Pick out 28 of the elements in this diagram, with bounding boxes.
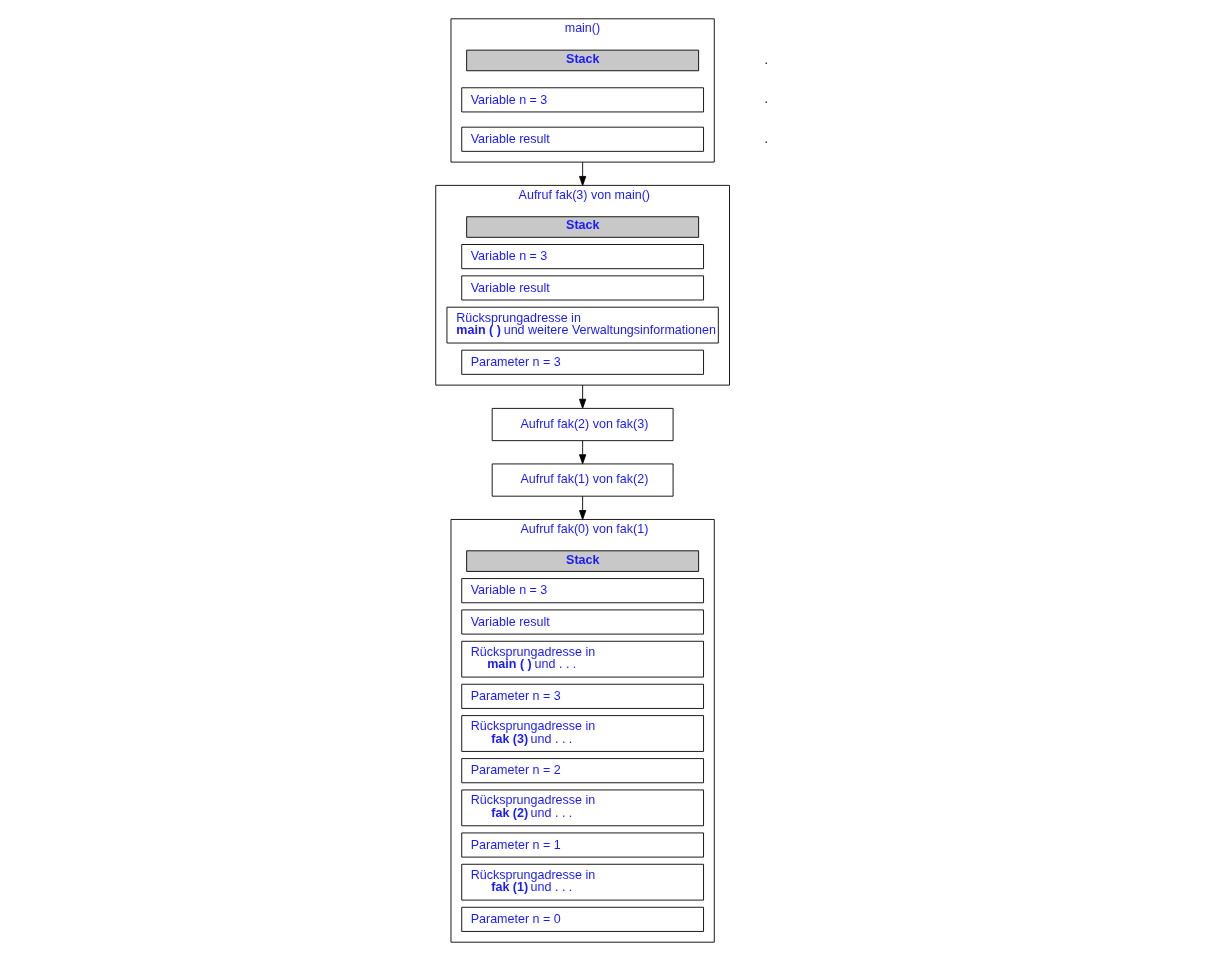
node-box: Parameter n = 1 bbox=[460, 832, 704, 858]
node-box: Rücksprungadresse in main ( ) und weitere Verwaltungsinformationen bbox=[446, 306, 719, 344]
node-box: Parameter n = 3 bbox=[460, 349, 704, 375]
node-box: Rücksprungadresse in fak (3) und . . . bbox=[460, 715, 704, 752]
label: . bbox=[763, 92, 768, 107]
arrow bbox=[578, 384, 586, 409]
node-box: Rücksprungadresse in fak (2) und . . . bbox=[460, 789, 704, 827]
node-box: Stack bbox=[465, 550, 699, 572]
node-box: Variable result bbox=[460, 609, 704, 635]
node-box: Rücksprungadresse in main ( ) und . . . bbox=[460, 640, 704, 678]
node-box: Variable n = 3 bbox=[460, 87, 704, 113]
node-box: Variable result bbox=[460, 275, 704, 301]
node-box: Parameter n = 0 bbox=[460, 906, 704, 932]
node-box: Aufruf fak(2) von fak(3) bbox=[491, 407, 674, 442]
node-box: Variable result bbox=[460, 126, 704, 152]
arrow bbox=[578, 440, 586, 465]
node-box: Stack bbox=[465, 216, 699, 238]
node-box: Parameter n = 2 bbox=[460, 758, 704, 784]
arrow bbox=[578, 161, 586, 186]
label: . bbox=[763, 131, 768, 146]
label: . bbox=[763, 52, 768, 67]
arrow bbox=[578, 495, 586, 520]
node-box: Parameter n = 3 bbox=[460, 683, 704, 709]
node-box: Rücksprungadresse in fak (1) und . . . bbox=[460, 863, 704, 901]
node-box: Variable n = 3 bbox=[460, 578, 704, 604]
node-box: Aufruf fak(1) von fak(2) bbox=[491, 463, 674, 497]
node-box: Stack bbox=[465, 49, 699, 72]
node-box: Variable n = 3 bbox=[460, 244, 704, 270]
